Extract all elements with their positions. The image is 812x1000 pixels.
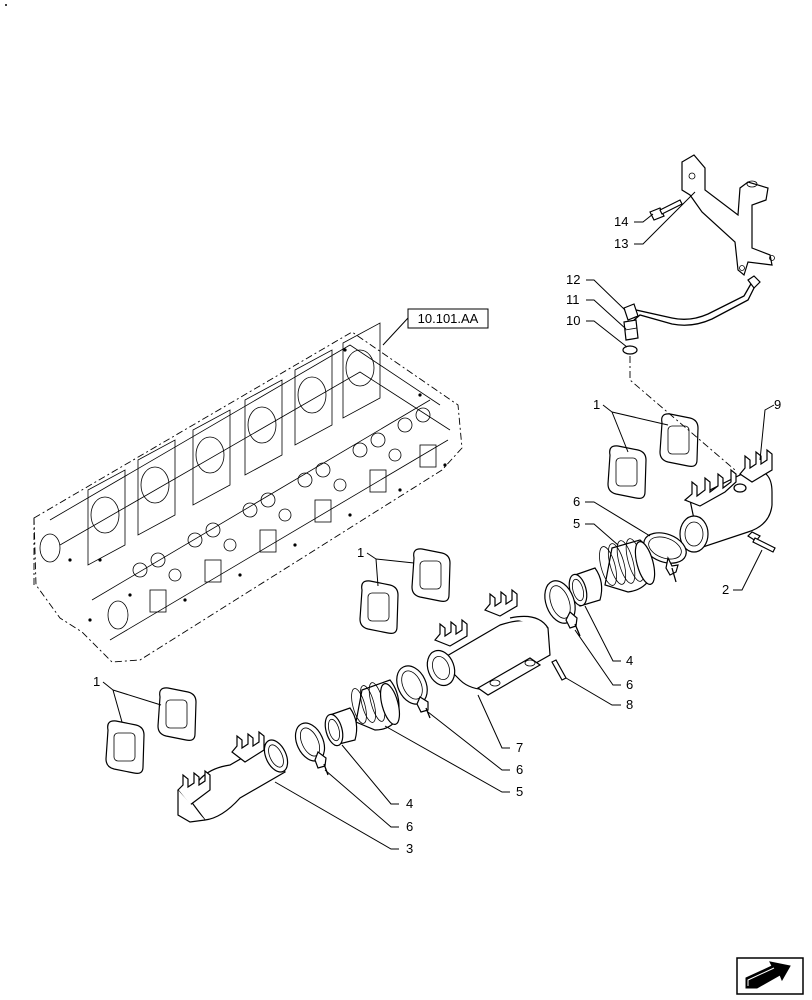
callout-1[interactable]: 1: [357, 545, 364, 560]
callout-1[interactable]: 1: [593, 397, 600, 412]
oil-pipe: [623, 275, 761, 326]
pipe-path-indicator: [629, 356, 736, 471]
callout-6[interactable]: 6: [406, 819, 413, 834]
reference-label: 10.101.AA: [418, 311, 479, 326]
reference-callout[interactable]: 10.101.AA: [382, 308, 489, 346]
callout-4[interactable]: 4: [626, 653, 633, 668]
sealing-washer: [622, 345, 638, 355]
callout-14[interactable]: 14: [614, 214, 628, 229]
callout-6[interactable]: 6: [516, 762, 523, 777]
manifold-center-section: [426, 588, 551, 696]
bellows-sleeve: [351, 679, 401, 731]
callout-8[interactable]: 8: [626, 697, 633, 712]
callout-7[interactable]: 7: [516, 740, 523, 755]
cylinder-head: [33, 322, 463, 663]
bellows-sleeve: [599, 538, 656, 593]
bracket: [681, 154, 775, 277]
callout-5[interactable]: 5: [573, 516, 580, 531]
callout-5[interactable]: 5: [516, 784, 523, 799]
callout-9[interactable]: 9: [774, 397, 781, 412]
callout-6[interactable]: 6: [573, 494, 580, 509]
hose-clamp: [544, 580, 581, 637]
corner-mark: [5, 4, 7, 6]
callout-12[interactable]: 12: [566, 272, 580, 287]
manifold-front-section: [177, 730, 289, 823]
leader-lines: [102, 191, 775, 850]
gasket: [105, 687, 197, 774]
callout-13[interactable]: 13: [614, 236, 628, 251]
hose-clamp: [643, 532, 687, 583]
callout-10[interactable]: 10: [566, 313, 580, 328]
manifold-end-section: [679, 448, 773, 553]
bolt: [747, 531, 776, 553]
hose-clamp: [396, 665, 431, 719]
callout-2[interactable]: 2: [722, 582, 729, 597]
callout-3[interactable]: 3: [406, 841, 413, 856]
pipe-sleeve: [324, 707, 358, 747]
callout-numbers: 1 1 1 2 3 4 4 5 5 6 6 6 6 7 8 9 10 11 12…: [93, 214, 781, 856]
bolt: [649, 199, 683, 221]
gasket: [607, 413, 699, 499]
callout-1[interactable]: 1: [93, 674, 100, 689]
gasket: [359, 548, 451, 634]
hose-clamp: [294, 722, 329, 776]
callout-4[interactable]: 4: [406, 796, 413, 811]
next-page-arrow-icon[interactable]: [736, 957, 804, 995]
callout-11[interactable]: 11: [566, 292, 580, 307]
banjo-bolt: [623, 319, 639, 341]
stud: [551, 659, 567, 681]
callout-6[interactable]: 6: [626, 677, 633, 692]
